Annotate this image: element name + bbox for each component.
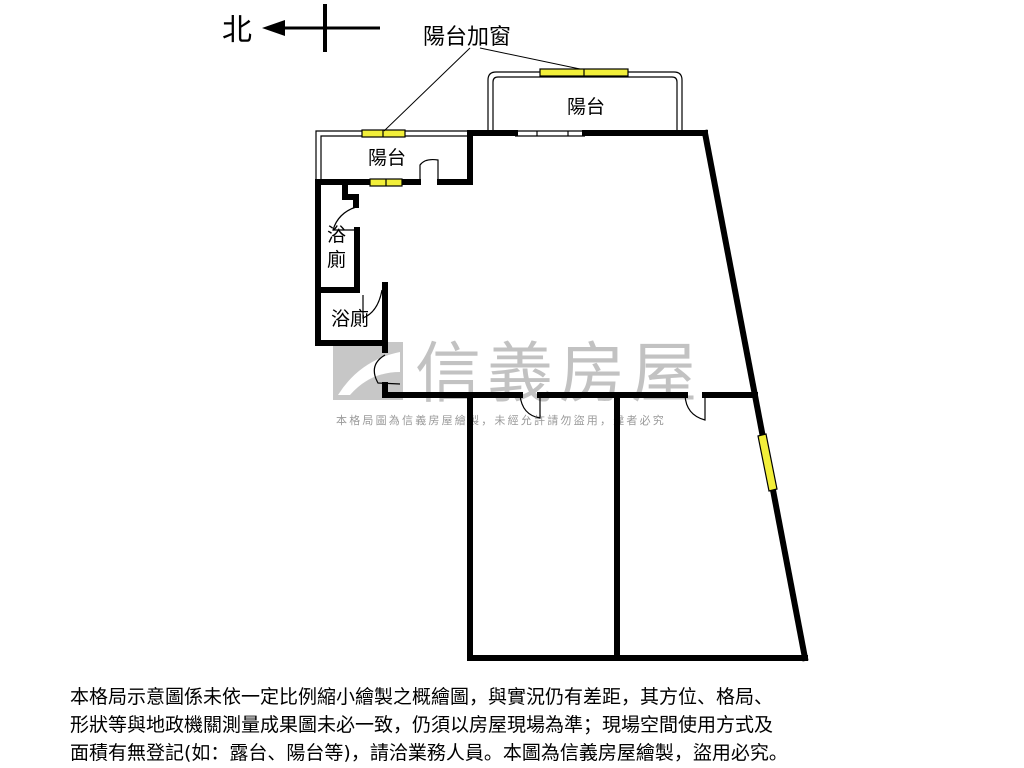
watermark-brand: 信義房屋 (415, 335, 703, 412)
door-swings (332, 158, 706, 421)
windows (361, 68, 778, 492)
north-label: 北 (222, 13, 252, 48)
watermark-logo (333, 342, 403, 400)
label-balcony-left: 陽台 (368, 147, 406, 169)
label-balcony-upper: 陽台 (567, 96, 605, 118)
disclaimer-line: 面積有無登記(如：露台、陽台等)，請洽業務人員。本圖為信義房屋繪製，盜用必究。 (70, 742, 788, 764)
disclaimer: 本格局示意圖係未依一定比例縮小繪製之概繪圖，與實況仍有差距，其方位、格局、 形狀… (70, 683, 990, 767)
label-bath1-line2: 廁 (327, 248, 346, 271)
disclaimer-line: 本格局示意圖係未依一定比例縮小繪製之概繪圖，與實況仍有差距，其方位、格局、 (70, 686, 774, 708)
leader-lines (383, 47, 581, 132)
north-arrow-icon (262, 4, 380, 52)
watermark-notice: 本格局圖為信義房屋繪製，未經允許請勿盜用，違者必究 (336, 413, 666, 427)
balcony-outlines (315, 71, 683, 182)
walls (315, 129, 809, 662)
label-bath1-line1: 浴 (327, 224, 346, 246)
label-balcony-window: 陽台加窗 (423, 25, 511, 50)
disclaimer-line: 形狀等與地政機關測量成果圖未必一致，仍須以房屋現場為準；現場空間使用方式及 (70, 714, 774, 736)
label-bath2: 浴廁 (331, 307, 369, 330)
